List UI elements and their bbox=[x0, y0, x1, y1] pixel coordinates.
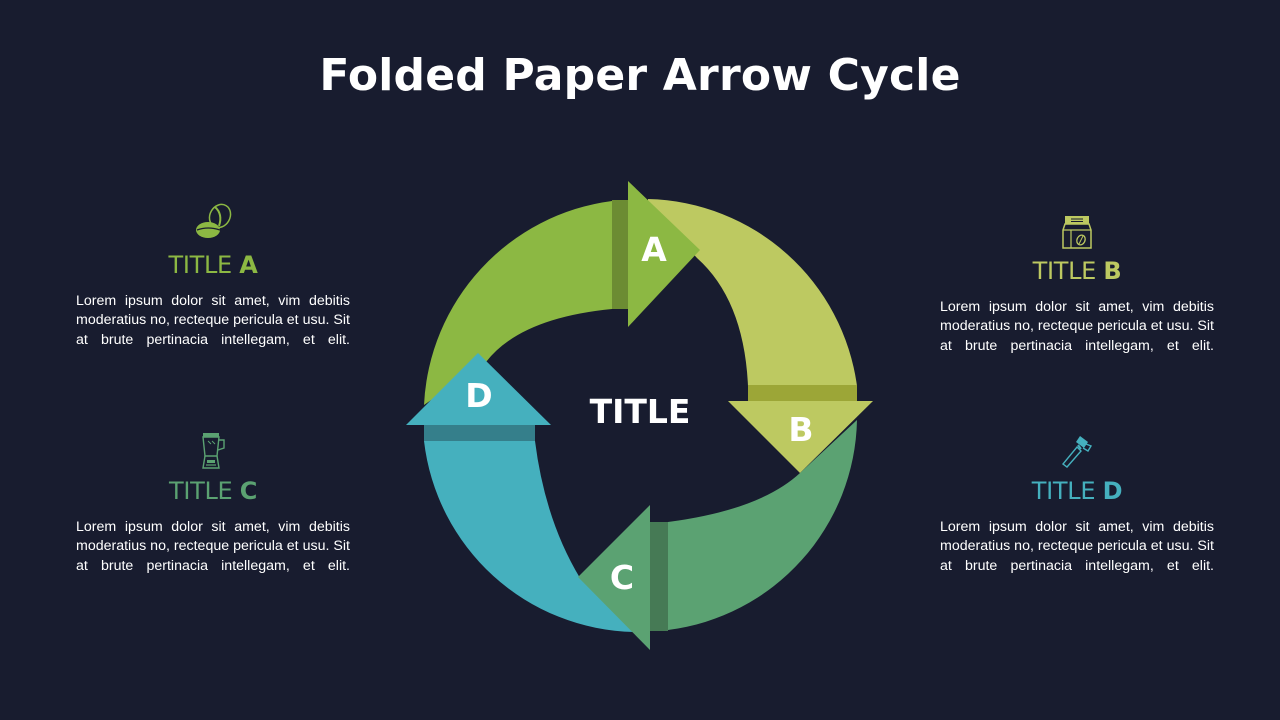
segment-a-letter: A bbox=[641, 230, 667, 269]
segment-b bbox=[648, 199, 857, 401]
panel-c-title: TITLE C bbox=[168, 477, 258, 505]
coffee-beans-icon bbox=[68, 200, 358, 240]
panel-b-body: Lorem ipsum dolor sit amet, vim debitis … bbox=[940, 299, 1214, 354]
arrowhead-c bbox=[578, 505, 650, 650]
segment-a bbox=[424, 200, 628, 405]
segment-a-fold bbox=[612, 200, 628, 309]
arrowhead-a bbox=[628, 181, 700, 327]
panel-c-body: Lorem ipsum dolor sit amet, vim debitis … bbox=[76, 519, 350, 574]
panel-b-title: TITLE B bbox=[1032, 257, 1122, 285]
segment-b-fold bbox=[748, 385, 857, 401]
slide-title: Folded Paper Arrow Cycle bbox=[319, 50, 961, 101]
panel-a-title: TITLE A bbox=[168, 251, 258, 279]
segment-b-letter: B bbox=[788, 410, 814, 449]
panel-d-body: Lorem ipsum dolor sit amet, vim debitis … bbox=[940, 519, 1214, 574]
arrowhead-d bbox=[406, 353, 551, 425]
segment-c-letter: C bbox=[609, 558, 635, 597]
coffee-bag-icon bbox=[932, 210, 1222, 250]
segment-d-letter: D bbox=[465, 376, 493, 415]
segment-c-fold bbox=[650, 522, 668, 631]
blender-icon bbox=[68, 430, 358, 470]
coffee-tamper-icon bbox=[932, 430, 1222, 470]
center-title: TITLE bbox=[589, 392, 691, 431]
panel-a-body: Lorem ipsum dolor sit amet, vim debitis … bbox=[76, 293, 350, 348]
arrowhead-b bbox=[728, 401, 873, 473]
panel-b: TITLE B Lorem ipsum dolor sit amet, vim … bbox=[932, 210, 1222, 356]
panel-a: TITLE A Lorem ipsum dolor sit amet, vim … bbox=[68, 200, 358, 350]
panel-d-title: TITLE D bbox=[1031, 477, 1123, 505]
panel-d: TITLE D Lorem ipsum dolor sit amet, vim … bbox=[932, 430, 1222, 576]
segment-c bbox=[650, 420, 857, 631]
panel-c: TITLE C Lorem ipsum dolor sit amet, vim … bbox=[68, 430, 358, 576]
segment-d-fold bbox=[424, 425, 535, 441]
